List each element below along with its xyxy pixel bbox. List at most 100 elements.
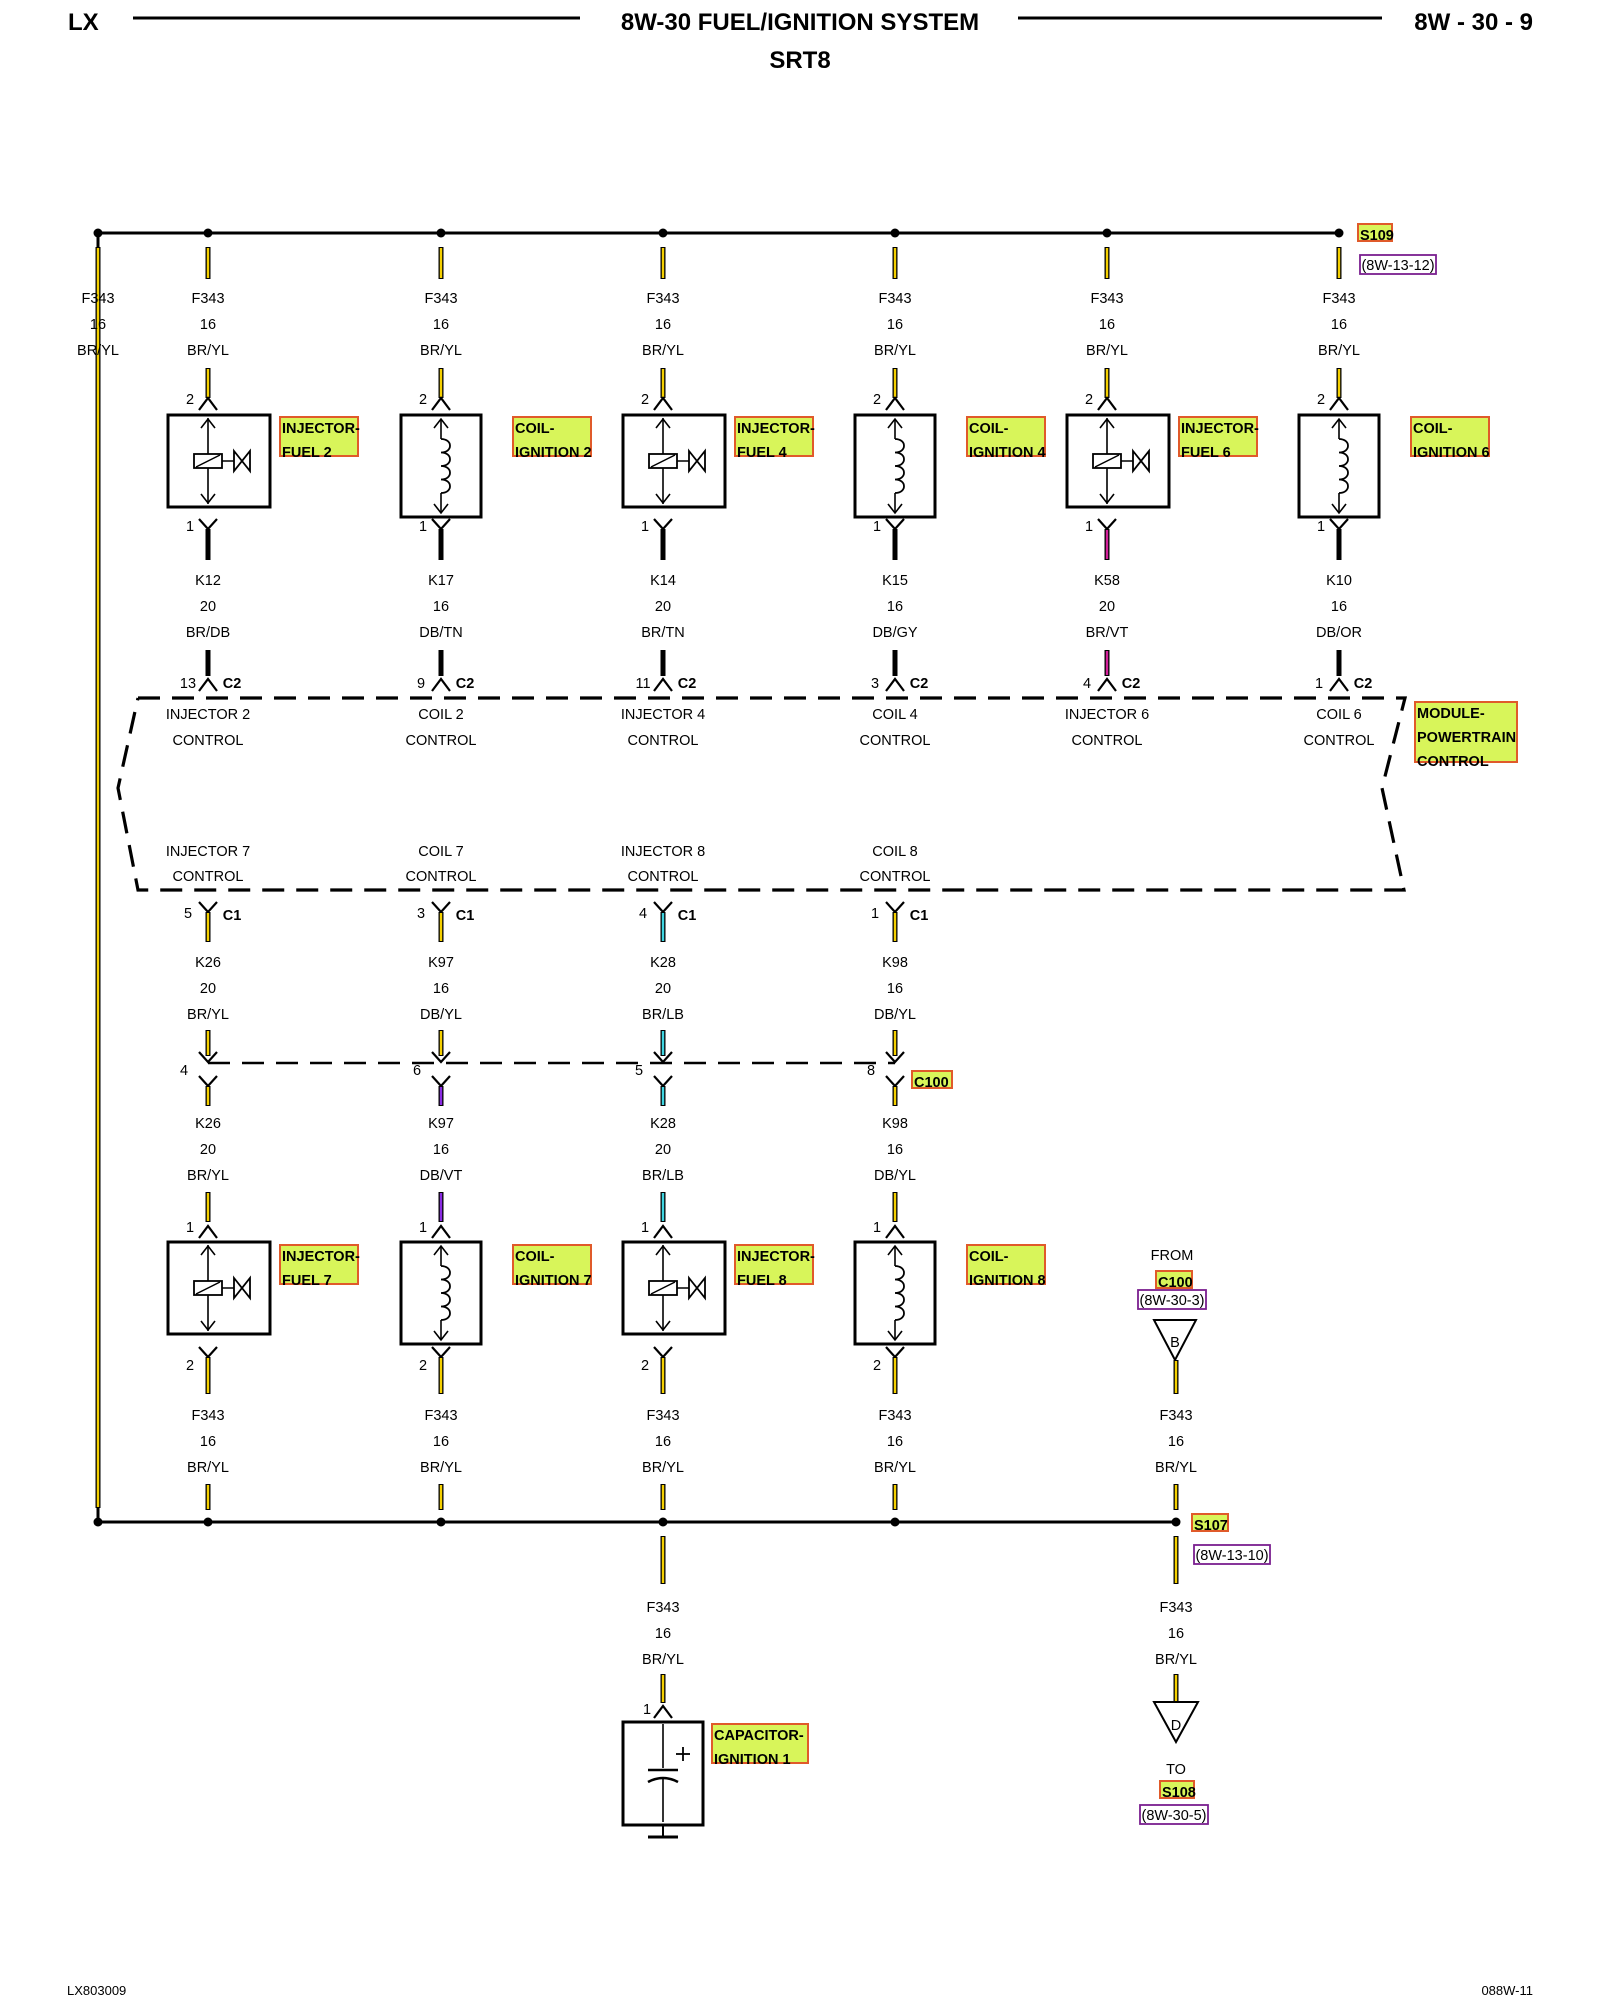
- top-splice-label-box: [1357, 223, 1393, 242]
- top-comp-2-signal-color: DB/TN: [419, 625, 463, 641]
- bot-comp-3-wire1-color: BR/LB: [642, 1007, 684, 1023]
- bot-comp-3-conn-top: [653, 1224, 673, 1239]
- top-comp-3-pcm-conn: [653, 677, 673, 692]
- bot-comp-1-label-line2: FUEL 7: [282, 1273, 332, 1289]
- capacitor-label-box: [711, 1723, 809, 1764]
- bot-comp-4-wire2-circuit: K98: [882, 1116, 908, 1132]
- top-comp-1-solenoid-slash: [195, 454, 221, 468]
- from-ref-box: [1137, 1289, 1207, 1310]
- top-comp-5-conn-bot: [1097, 518, 1117, 531]
- footer-right: 088W-11: [1481, 1983, 1533, 1998]
- bottom-bus-splice-dot-2: [436, 1517, 446, 1527]
- top-comp-6-signal-gauge: 16: [1331, 599, 1347, 615]
- from-ref: (8W-30-3): [1140, 1293, 1205, 1309]
- bot-comp-4-feed-circuit: F343: [878, 1408, 911, 1424]
- top-comp-1-feed-circuit: F343: [191, 291, 224, 307]
- top-comp-5-conn-top: [1097, 396, 1117, 411]
- bot-comp-3-c100-fork-bot: [653, 1075, 673, 1088]
- header-title: 8W-30 FUEL/IGNITION SYSTEM: [621, 9, 979, 36]
- bot-comp-1-label-line1: INJECTOR-: [282, 1249, 360, 1265]
- top-comp-4-signal-gauge: 16: [887, 599, 903, 615]
- bot-comp-3-arrow-up: [655, 1244, 671, 1256]
- top-comp-1-pcm-label1: INJECTOR 2: [166, 707, 250, 723]
- bot-comp-4-pcm-label1: COIL 8: [872, 844, 917, 860]
- top-comp-3-label-line1: INJECTOR-: [737, 421, 815, 437]
- top-comp-4-conn-top: [885, 396, 905, 411]
- bot-comp-1-wire2-gauge: 20: [200, 1142, 216, 1158]
- to-conn-label-box: [1159, 1780, 1195, 1799]
- top-comp-5-pcm-conn-id: C2: [1122, 676, 1141, 692]
- bot-comp-4-coil-icon: [894, 1265, 905, 1321]
- top-comp-5-pcm-pin: 4: [1083, 676, 1091, 692]
- bot-comp-1-pin-bot: 2: [186, 1358, 194, 1374]
- bot-comp-2-feed-gauge: 16: [433, 1434, 449, 1450]
- bot-comp-4-conn-bot: [885, 1346, 905, 1359]
- bot-comp-4-wire2-color: DB/YL: [874, 1168, 916, 1184]
- header-left: LX: [68, 9, 99, 36]
- top-comp-1-label-box: [279, 416, 359, 457]
- top-comp-5-feed-color: BR/YL: [1086, 343, 1128, 359]
- top-comp-2-pcm-label1: COIL 2: [418, 707, 463, 723]
- bot-comp-3-wire1-gauge: 20: [655, 981, 671, 997]
- top-comp-2-signal-circuit: K17: [428, 573, 454, 589]
- pcm-module-label-line3: CONTROL: [1417, 754, 1489, 770]
- bot-comp-4-conn-top: [885, 1224, 905, 1239]
- top-comp-6-signal-circuit: K10: [1326, 573, 1352, 589]
- top-bus-splice-dot-1: [203, 228, 213, 238]
- bot-comp-1-pcm-conn-id: C1: [223, 908, 242, 924]
- bot-comp-4-pcm-pin: 1: [871, 906, 879, 922]
- top-comp-2-pcm-label2: CONTROL: [406, 733, 477, 749]
- bot-comp-4-wire1-circuit: K98: [882, 955, 908, 971]
- c100-label-line1: C100: [914, 1075, 949, 1091]
- top-comp-4-pin-bot: 1: [873, 519, 881, 535]
- left-feed-wire-circuit: F343: [81, 291, 114, 307]
- top-comp-3-label-line2: FUEL 4: [737, 445, 787, 461]
- top-comp-1-feed-color: BR/YL: [187, 343, 229, 359]
- bot-comp-4-label-line1: COIL-: [969, 1249, 1009, 1265]
- bot-comp-3-pin-top: 1: [641, 1220, 649, 1236]
- top-comp-3-label-box: [734, 416, 814, 457]
- top-comp-2-feed-circuit: F343: [424, 291, 457, 307]
- bot-comp-4-wire1-gauge: 16: [887, 981, 903, 997]
- bot-comp-4-pcm-label2: CONTROL: [860, 869, 931, 885]
- top-comp-2-label-line2: IGNITION 2: [515, 445, 592, 461]
- top-comp-3-signal-gauge: 20: [655, 599, 671, 615]
- to-triangle-icon: [1152, 1701, 1200, 1745]
- pcm-module-outline: [116, 696, 1408, 892]
- top-comp-1-pcm-label2: CONTROL: [173, 733, 244, 749]
- capacitor-conn: [653, 1704, 673, 1719]
- top-comp-5-signal-circuit: K58: [1094, 573, 1120, 589]
- top-comp-6-pcm-label2: CONTROL: [1304, 733, 1375, 749]
- bot-comp-2-pcm-pin: 3: [417, 906, 425, 922]
- bot-comp-1-c100-fork-bot: [198, 1075, 218, 1088]
- top-comp-1-label-line1: INJECTOR-: [282, 421, 360, 437]
- top-comp-1-pcm-conn-id: C2: [223, 676, 242, 692]
- pcm-module-label-line2: POWERTRAIN: [1417, 730, 1516, 746]
- bot-comp-3-feed-gauge: 16: [655, 1434, 671, 1450]
- top-splice-ref: (8W-13-12): [1361, 258, 1434, 274]
- bot-comp-2-wire2-gauge: 16: [433, 1142, 449, 1158]
- bot-comp-3-wire2-circuit: K28: [650, 1116, 676, 1132]
- bot-comp-2-c100-fork-bot: [431, 1075, 451, 1088]
- top-comp-3-signal-circuit: K14: [650, 573, 676, 589]
- bot-comp-3-feed-circuit: F343: [646, 1408, 679, 1424]
- bot-comp-2-feed-circuit: F343: [424, 1408, 457, 1424]
- top-comp-6-signal-color: DB/OR: [1316, 625, 1362, 641]
- bot-comp-3-pcm-conn-id: C1: [678, 908, 697, 924]
- bot-comp-2-wire1-circuit: K97: [428, 955, 454, 971]
- top-comp-1-arrow-down: [200, 493, 216, 505]
- left-feed-wire-gauge: 16: [90, 317, 106, 333]
- bot-comp-1-pcm-pin: 5: [184, 906, 192, 922]
- from-wire-gauge: 16: [1168, 1434, 1184, 1450]
- top-comp-1-pin-top: 2: [186, 392, 194, 408]
- top-comp-2-pin-bot: 1: [419, 519, 427, 535]
- top-comp-4-conn-bot: [885, 518, 905, 531]
- bot-comp-3-pcm-pin: 4: [639, 906, 647, 922]
- top-comp-5-solenoid-slash: [1094, 454, 1120, 468]
- top-comp-1-pcm-conn: [198, 677, 218, 692]
- top-comp-6-conn-bot: [1329, 518, 1349, 531]
- top-comp-4-coil-icon: [894, 438, 905, 494]
- bot-comp-1-wire1-circuit: K26: [195, 955, 221, 971]
- top-comp-4-signal-color: DB/GY: [872, 625, 917, 641]
